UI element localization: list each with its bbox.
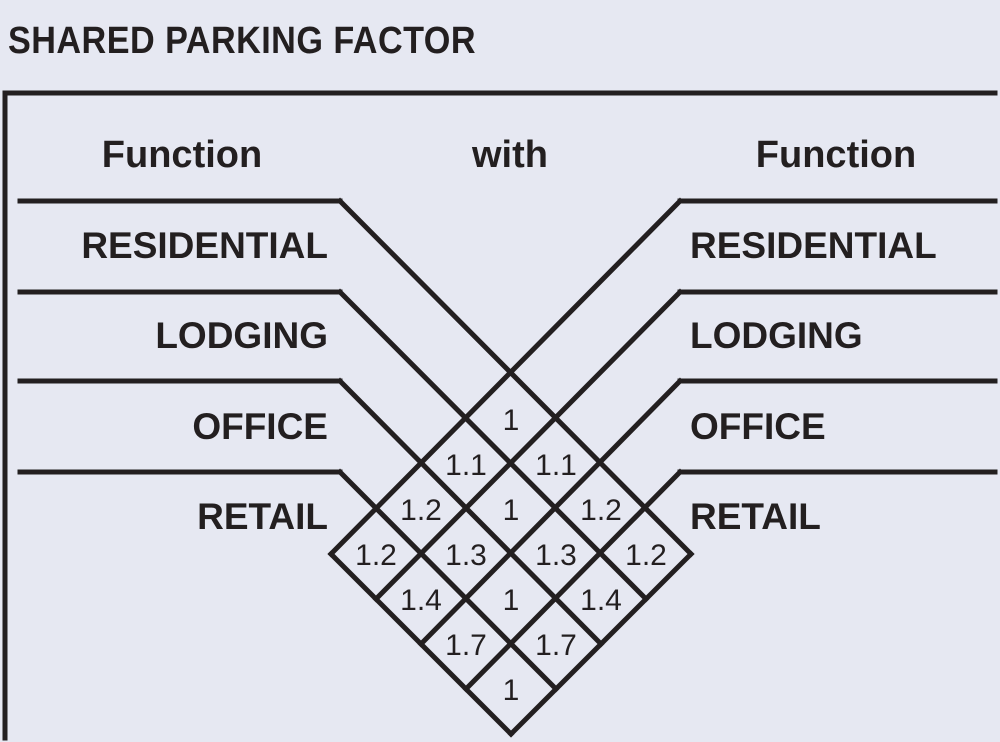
right-label-lodging: LODGING <box>690 315 863 356</box>
factor-cell-office-lodging: 1.3 <box>535 539 577 572</box>
left-label-retail: RETAIL <box>197 496 328 537</box>
factor-cell-retail-residential: 1.2 <box>625 539 667 572</box>
right-diagonal-residential <box>327 197 684 558</box>
left-label-office: OFFICE <box>192 406 328 447</box>
factor-cell-office-retail: 1.7 <box>445 629 487 662</box>
factor-cell-retail-lodging: 1.4 <box>580 584 622 617</box>
factor-cell-residential-lodging: 1.1 <box>445 449 487 482</box>
factor-cell-lodging-lodging: 1 <box>503 494 520 527</box>
factor-cell-lodging-office: 1.3 <box>445 539 487 572</box>
diamond-bottom-right-edge <box>507 550 695 738</box>
factor-cells: 11.11.21.21.111.31.41.21.311.71.21.41.71 <box>355 404 667 707</box>
factor-cell-retail-office: 1.7 <box>535 629 577 662</box>
right-diagonal-lodging <box>372 288 684 603</box>
left-diagonal-residential <box>336 197 695 558</box>
right-label-retail: RETAIL <box>690 496 821 537</box>
left-diagonal-retail <box>336 468 560 693</box>
factor-cell-office-office: 1 <box>503 584 520 617</box>
factor-cell-office-residential: 1.2 <box>580 494 622 527</box>
factor-cell-residential-residential: 1 <box>503 404 520 437</box>
factor-cell-retail-retail: 1 <box>503 674 520 707</box>
right-label-residential: RESIDENTIAL <box>690 225 937 266</box>
grid-lines <box>17 197 998 738</box>
factor-cell-residential-retail: 1.2 <box>355 539 397 572</box>
right-diagonal-retail <box>462 468 684 693</box>
left-diagonal-office <box>336 377 605 648</box>
factor-cell-residential-office: 1.2 <box>400 494 442 527</box>
left-label-residential: RESIDENTIAL <box>81 225 328 266</box>
diamond-bottom-left-edge <box>327 550 515 738</box>
factor-cell-lodging-residential: 1.1 <box>535 449 577 482</box>
left-label-lodging: LODGING <box>155 315 328 356</box>
header-with: with <box>471 134 548 176</box>
factor-cell-lodging-retail: 1.4 <box>400 584 442 617</box>
header-function-left: Function <box>102 134 262 176</box>
left-diagonal-lodging <box>336 288 650 603</box>
diagram-title: SHARED PARKING FACTOR <box>8 20 477 62</box>
header-function-right: Function <box>756 134 916 176</box>
right-label-office: OFFICE <box>690 406 826 447</box>
